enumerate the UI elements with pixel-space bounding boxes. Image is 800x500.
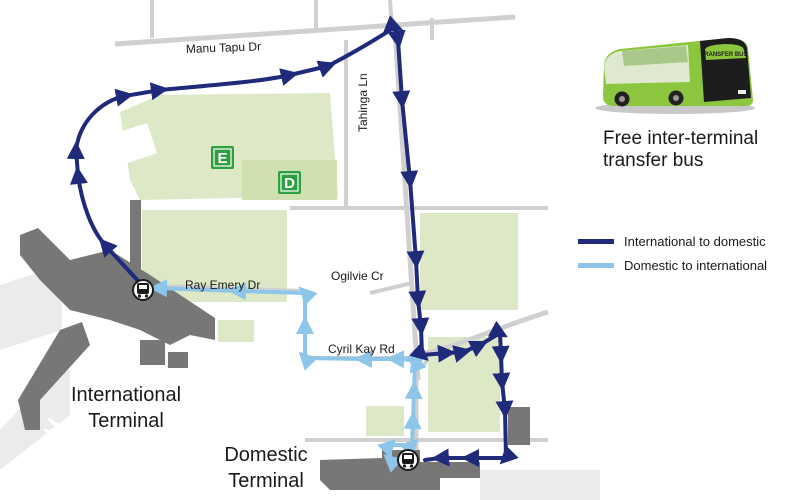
parking-d-label: D (284, 175, 295, 192)
international-terminal-label-line2: Terminal (88, 410, 164, 432)
bus-caption: Free inter-terminal transfer bus (603, 128, 758, 172)
route-international-to-domestic (66, 15, 519, 467)
street-label-ray-emery: Ray Emery Dr (185, 278, 260, 292)
parking-e-sign[interactable]: E (211, 146, 234, 169)
legend-item-international-to-domestic: International to domestic (578, 229, 767, 253)
bus-stop-icon[interactable] (132, 279, 154, 301)
legend-label: Domestic to international (624, 257, 768, 273)
street-label-cyril-kay: Cyril Kay Rd (328, 342, 395, 356)
bus-caption-line2: transfer bus (603, 150, 704, 171)
airplane-icon (43, 417, 70, 442)
street-label-ogilvie: Ogilvie Cr (331, 269, 384, 283)
transfer-bus-illustration: TRANSFER BUS (595, 38, 755, 114)
legend-label: International to domestic (624, 233, 766, 249)
domestic-terminal-building (320, 407, 600, 500)
international-terminal-label-line1: International (71, 384, 181, 406)
parking-d-sign[interactable]: D (278, 171, 301, 194)
domestic-terminal-label-line1: Domestic (224, 444, 307, 466)
bus-caption-line1: Free inter-terminal (603, 128, 759, 149)
street-label-tahinga: Tahinga Ln (356, 73, 370, 132)
bus-sign-label: TRANSFER BUS (700, 52, 747, 58)
parking-e-label: E (217, 150, 227, 167)
legend-swatch-dark-blue (578, 238, 614, 244)
legend-swatch-light-blue (578, 262, 614, 268)
legend-item-domestic-to-international: Domestic to international (578, 253, 767, 277)
bus-stop-icon[interactable] (397, 449, 419, 471)
street-label-manu-tapu: Manu Tapu Dr (186, 39, 262, 56)
route-legend: International to domestic Domestic to in… (578, 229, 767, 277)
domestic-terminal-label-line2: Terminal (228, 470, 304, 492)
